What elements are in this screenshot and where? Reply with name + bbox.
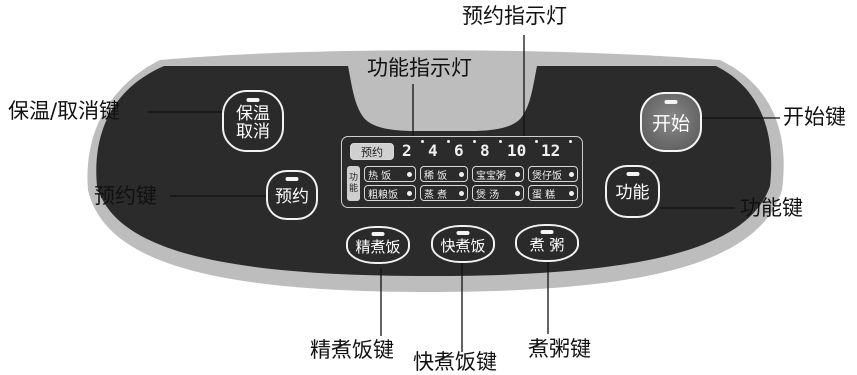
mode-steam: 蒸 煮 — [420, 185, 468, 201]
start-button[interactable]: 开始 — [640, 92, 702, 152]
quick-cook-rice-button[interactable]: 快煮饭 — [431, 225, 495, 263]
hour-8: 8 — [480, 141, 490, 160]
mode-porridge: 稀 饭 — [420, 166, 468, 182]
hour-10-led — [535, 140, 538, 143]
fine-cook-rice-button[interactable]: 精煮饭 — [346, 226, 410, 264]
keep-warm-cancel-button[interactable]: 保温 取消 — [222, 90, 284, 152]
callout-congee-key: 煮粥键 — [528, 337, 591, 361]
callout-quick-cook-rice-key: 快煮饭键 — [413, 350, 497, 374]
preset-button[interactable]: 预约 — [266, 170, 318, 220]
fine-cook-led — [371, 232, 385, 236]
hour-2: 2 — [402, 141, 412, 160]
mode-reheat: 热 饭 — [364, 166, 416, 182]
indicator-display: 预约 2 4 6 8 10 12 功 能 热 饭 稀 饭 宝宝粥 煲仔饭 粗粮饭… — [341, 136, 583, 208]
mode-claypot-rice: 煲仔饭 — [528, 166, 578, 182]
mode-steam-led — [459, 191, 464, 196]
preset-button-label: 预约 — [275, 186, 309, 207]
mode-baby-congee-label: 宝宝粥 — [476, 170, 506, 182]
congee-button-label: 煮 粥 — [529, 236, 565, 255]
callout-keep-warm-cancel-key: 保温/取消键 — [8, 99, 121, 123]
mode-cake-label: 蛋 糕 — [532, 189, 556, 201]
mode-cake-led — [569, 191, 574, 196]
callout-fine-cook-rice-key: 精煮饭键 — [310, 338, 394, 362]
function-button-label: 功能 — [615, 183, 650, 204]
callout-start-key: 开始键 — [783, 105, 846, 129]
callout-preset-key: 预约键 — [94, 184, 157, 208]
function-button[interactable]: 功能 — [605, 165, 660, 218]
hour-12: 12 — [541, 141, 561, 160]
leader-lines — [148, 35, 780, 352]
hour-12-led — [569, 140, 572, 143]
mode-soup-led — [515, 191, 520, 196]
keep-warm-label: 保温 取消 — [236, 104, 270, 142]
mode-baby-congee-led — [515, 172, 520, 177]
keep-warm-label-line2: 取消 — [236, 122, 270, 142]
mode-soup-label: 煲 汤 — [476, 189, 500, 201]
congee-button[interactable]: 煮 粥 — [515, 224, 579, 262]
mode-steam-label: 蒸 煮 — [424, 189, 448, 201]
keep-warm-label-line1: 保温 — [236, 104, 270, 125]
hour-2-led — [421, 140, 424, 143]
function-led — [626, 172, 639, 176]
mode-porridge-led — [459, 172, 464, 177]
mode-reheat-label: 热 饭 — [368, 170, 392, 182]
quick-cook-led — [456, 231, 470, 235]
function-indicator-label-line2: 能 — [348, 183, 358, 194]
mode-multigrain-led — [407, 191, 412, 196]
start-button-label: 开始 — [651, 112, 690, 135]
congee-led — [540, 230, 554, 234]
hour-4-led — [447, 140, 450, 143]
hour-8-led — [499, 140, 502, 143]
quick-cook-rice-label: 快煮饭 — [440, 237, 486, 256]
hour-6-led — [473, 140, 476, 143]
mode-claypot-rice-label: 煲仔饭 — [532, 170, 562, 182]
hour-6: 6 — [454, 141, 464, 160]
function-indicator-label-line1: 功 — [348, 173, 358, 184]
mode-cake: 蛋 糕 — [528, 185, 578, 201]
function-indicator-label: 功 能 — [347, 166, 360, 201]
preset-led — [285, 177, 299, 181]
keep-warm-led — [246, 98, 260, 102]
callout-function-indicator: 功能指示灯 — [367, 56, 472, 80]
hour-10: 10 — [507, 141, 527, 160]
mode-multigrain-label: 粗粮饭 — [368, 189, 398, 201]
callout-preset-indicator: 预约指示灯 — [462, 4, 567, 28]
mode-porridge-label: 稀 饭 — [424, 170, 448, 182]
mode-baby-congee: 宝宝粥 — [472, 166, 524, 182]
mode-claypot-rice-led — [569, 172, 574, 177]
preset-indicator-label: 预约 — [350, 143, 394, 160]
hour-4: 4 — [428, 141, 438, 160]
mode-multigrain: 粗粮饭 — [364, 185, 416, 201]
mode-soup: 煲 汤 — [472, 185, 524, 201]
start-led — [664, 100, 678, 104]
fine-cook-rice-label: 精煮饭 — [355, 238, 401, 257]
callout-function-key: 功能键 — [740, 196, 803, 220]
mode-reheat-led — [407, 172, 412, 177]
